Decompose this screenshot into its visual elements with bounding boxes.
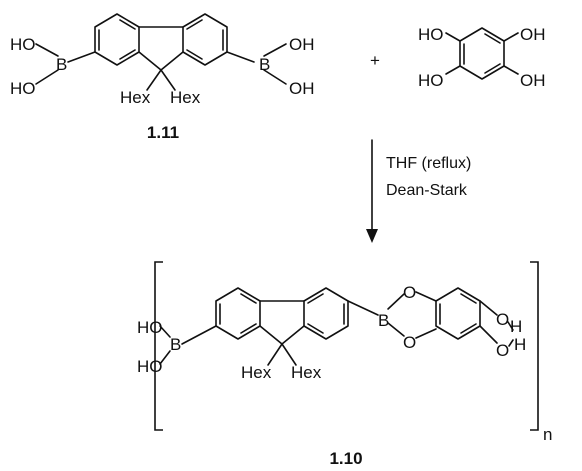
r1-hexyl-left: Hex — [120, 88, 151, 107]
r1-hydroxyl-label: OH — [289, 79, 315, 98]
r1-hydroxyl-label: OH — [289, 35, 315, 54]
r2-hydroxyl-bottom-left: HO — [418, 71, 444, 90]
reactant-tetrahydroxybenzene — [445, 27, 519, 80]
repeat-unit-brackets — [154, 261, 539, 431]
r1-hexyl-right: Hex — [170, 88, 201, 107]
condition-solvent: THF (reflux) — [386, 155, 471, 172]
r2-hydroxyl-top-right: OH — [520, 25, 546, 44]
p-hydroxyl-label: HO — [137, 318, 163, 337]
repeat-subscript: n — [543, 425, 552, 444]
compound-label-product: 1.10 — [329, 449, 362, 468]
r1-boron-right-label: B — [259, 55, 270, 74]
p-ester-oxygen-top: O — [403, 283, 416, 302]
r2-hydroxyl-bottom-right: OH — [520, 71, 546, 90]
p-boron-ester-label: B — [378, 311, 389, 330]
plus-sign: + — [370, 51, 380, 70]
r1-boron-left-label: B — [56, 55, 67, 74]
p-hydroxyl-oxygen-top: O — [496, 310, 509, 329]
p-hexyl-right: Hex — [291, 363, 322, 382]
p-hydrogen-bottom: H — [514, 335, 526, 354]
compound-label-reactant: 1.11 — [147, 123, 179, 142]
p-boron-left-label: B — [170, 335, 181, 354]
p-hydrogen-top: H — [510, 317, 522, 336]
product-polymer-repeat-unit — [159, 287, 514, 366]
p-ester-oxygen-bottom: O — [403, 333, 416, 352]
condition-apparatus: Dean-Stark — [386, 182, 468, 199]
r1-hydroxyl-label: HO — [10, 35, 36, 54]
p-hexyl-left: Hex — [241, 363, 272, 382]
r2-hydroxyl-top-left: HO — [418, 25, 444, 44]
reactant-fluorene-diboronic-acid — [35, 13, 287, 91]
p-hydroxyl-label: HO — [137, 357, 163, 376]
reaction-arrow — [366, 139, 378, 243]
r1-hydroxyl-label: HO — [10, 79, 36, 98]
p-hydroxyl-oxygen-bottom: O — [496, 341, 509, 360]
